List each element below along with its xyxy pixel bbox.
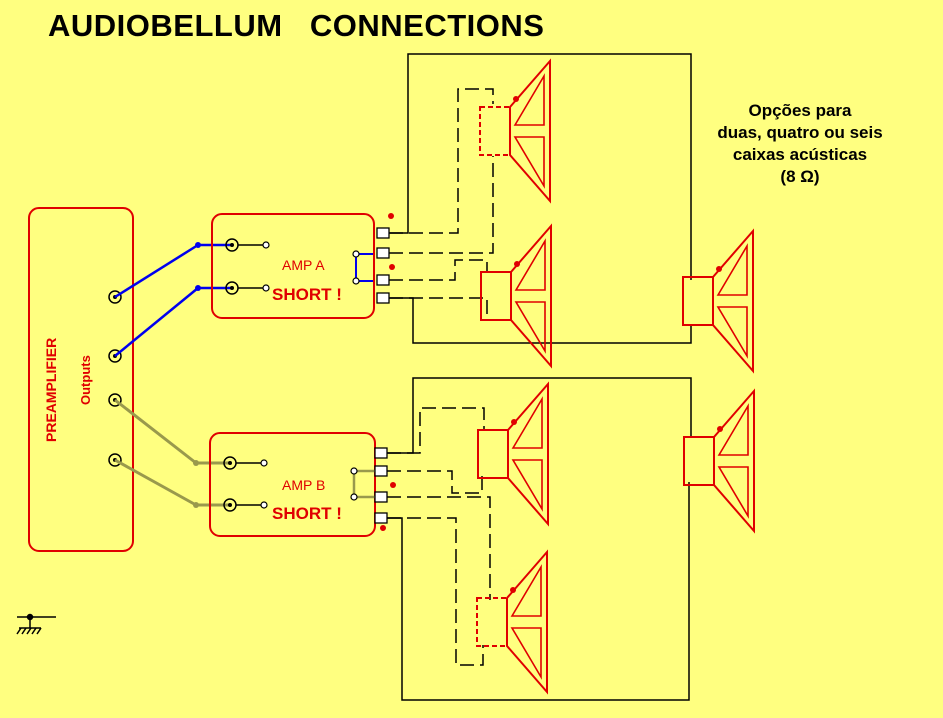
terminal	[376, 247, 390, 259]
note-line-2: duas, quatro ou seis	[717, 123, 883, 142]
polarity-dot-icon	[513, 96, 519, 102]
note-line-1: Opções para	[748, 101, 852, 120]
note-line-4: (8 Ω)	[780, 167, 820, 186]
polarity-dot-icon	[717, 426, 723, 432]
terminal	[376, 274, 390, 286]
preamplifier-label: PREAMPLIFIER	[43, 338, 59, 442]
speaker-icon	[682, 228, 754, 374]
wiring-bottom	[387, 377, 692, 701]
amp-a-label: AMP A	[282, 257, 325, 273]
terminal	[374, 491, 388, 503]
outputs-label: Outputs	[78, 355, 93, 405]
polarity-dot-icon	[716, 266, 722, 272]
polarity-dot-icon	[514, 261, 520, 267]
speaker-icon	[479, 58, 551, 204]
polarity-dot-icon	[380, 525, 386, 531]
terminal	[374, 447, 388, 459]
polarity-dot-icon	[390, 482, 396, 488]
amp-b-label: AMP B	[282, 477, 325, 493]
amp-a-short-label: SHORT !	[272, 285, 342, 304]
amp-a-box	[211, 213, 375, 319]
polarity-dot-icon	[388, 213, 394, 219]
amp-b-short-label: SHORT !	[272, 504, 342, 523]
speaker-options-note: Opções para duas, quatro ou seis caixas …	[690, 100, 910, 188]
amp-b-short-link	[350, 467, 375, 501]
polarity-dot-icon	[510, 587, 516, 593]
speaker-icon	[476, 549, 548, 695]
speaker-icon	[477, 381, 549, 527]
terminal	[374, 512, 388, 524]
amp-b-box	[209, 432, 376, 537]
speaker-icon	[683, 388, 755, 534]
wiring-top	[389, 53, 692, 344]
terminal	[376, 227, 390, 239]
polarity-dot-icon	[511, 419, 517, 425]
note-line-3: caixas acústicas	[732, 145, 868, 164]
polarity-dot-icon	[389, 264, 395, 270]
ground-icon	[16, 613, 56, 635]
terminal	[374, 465, 388, 477]
page-title: AUDIOBELLUM CONNECTIONS	[48, 8, 545, 43]
preamplifier-box	[28, 207, 134, 552]
speaker-icon	[480, 223, 552, 369]
amp-a-short-link	[352, 250, 373, 285]
wiring-dashed	[387, 88, 494, 666]
terminal	[376, 292, 390, 304]
